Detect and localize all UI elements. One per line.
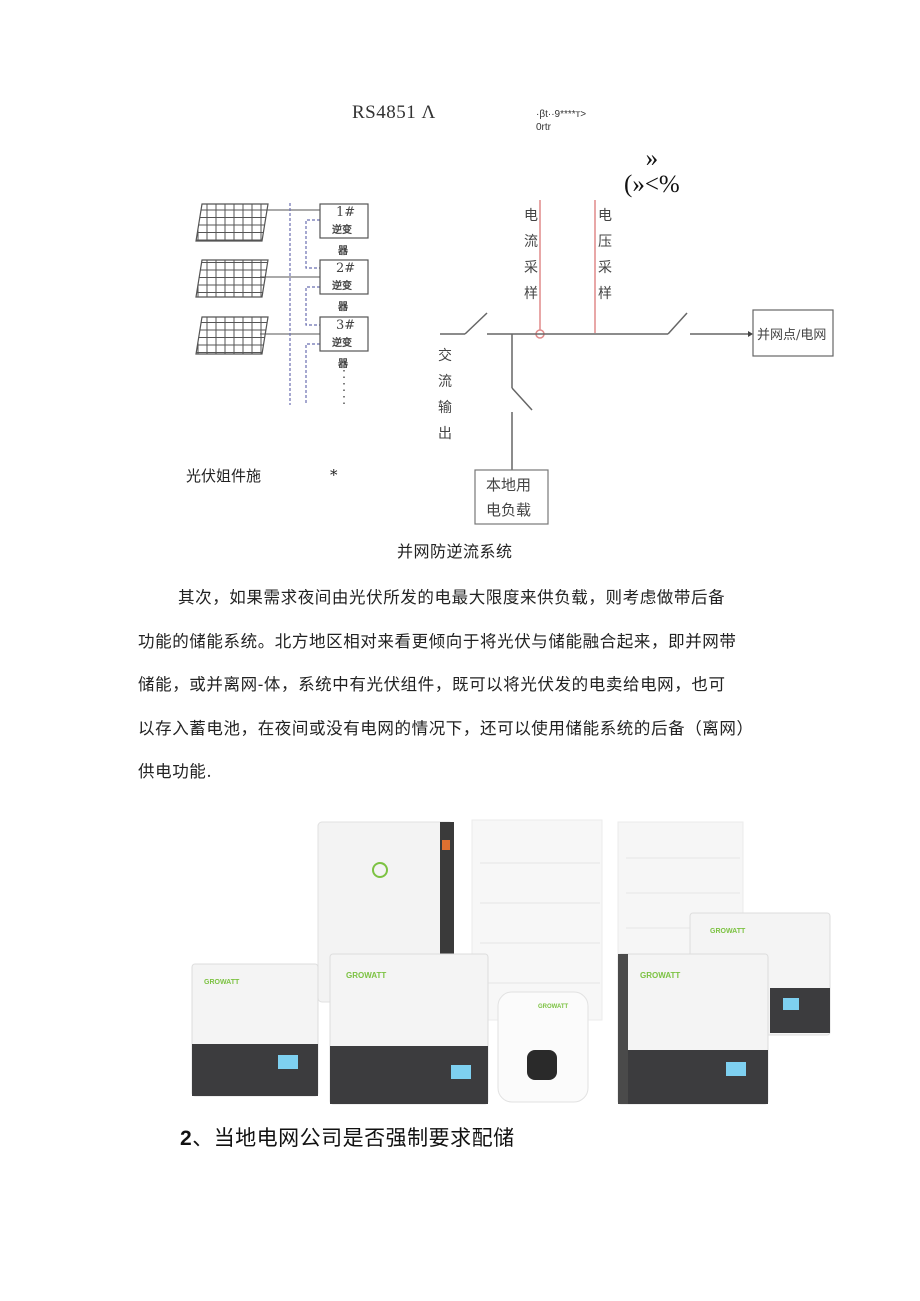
inverter-1-number: 1# <box>336 205 356 220</box>
inverter-3-suffix: 器 <box>338 359 348 370</box>
solar-panel-icon <box>195 316 269 355</box>
grid-point-label: 并网点/电网 <box>757 328 827 343</box>
rs485-label: RS4851 Λ <box>352 102 436 123</box>
asterisk-mark: * <box>330 466 338 484</box>
inverter-3-label: 逆变 <box>332 338 352 349</box>
section-heading: 2、当地电网公司是否强制要求配储 <box>180 1122 515 1152</box>
paragraph-line-2: 功能的储能系统。北方地区相对来看更倾向于将光伏与储能融合起来，即并网带 <box>138 632 737 651</box>
current-sampling-label: 电流采样 <box>524 208 538 302</box>
paragraph-line-1: 其次，如果需求夜间由光伏所发的电最大限度来供负载，则考虑做带后备 <box>178 588 726 607</box>
inverter-2-number: 2# <box>336 261 356 276</box>
svg-text:GROWATT: GROWATT <box>346 971 386 980</box>
voltage-sampling-label: 电压采样 <box>598 208 612 302</box>
pv-module-label: 光伏姐件施 <box>186 467 262 485</box>
inverter-2-label: 逆变 <box>332 281 352 292</box>
ac-output-label: 交流输出 <box>438 348 452 442</box>
inverter-3-number: 3# <box>336 318 356 333</box>
section-separator: 、 <box>192 1127 214 1150</box>
svg-text:GROWATT: GROWATT <box>538 1004 569 1010</box>
garbled-label-small: ·βt··9****т> 0rtr <box>536 109 587 133</box>
garbled-label-large: » (»<% <box>624 145 680 198</box>
inverter-1-label: 逆变 <box>332 225 352 236</box>
section-title: 当地电网公司是否强制要求配储 <box>213 1127 515 1150</box>
inverter-2-suffix: 器 <box>338 302 348 313</box>
svg-text:GROWATT: GROWATT <box>204 979 240 986</box>
solar-panel-icon <box>195 203 269 242</box>
solar-panel-icon <box>195 259 269 298</box>
paragraph-line-5: 供电功能. <box>138 762 213 781</box>
inverter-1-suffix: 器 <box>338 246 348 257</box>
paragraph-line-4: 以存入蓄电池，在夜间或没有电网的情况下，还可以使用储能系统的后备（离网） <box>138 719 754 738</box>
section-number: 2 <box>180 1127 193 1150</box>
paragraph-line-3: 储能，或并离网-体，系统中有光伏组件，既可以将光伏发的电卖给电网，也可 <box>138 675 726 694</box>
product-photo: GROWATT GROWATT GROWATT GROWATT GROWATT <box>191 819 831 1105</box>
svg-text:GROWATT: GROWATT <box>640 971 680 980</box>
figure-caption: 并网防逆流系统 <box>397 542 513 561</box>
svg-text:GROWATT: GROWATT <box>710 928 746 935</box>
local-load-label-2: 电负载 <box>486 501 532 519</box>
local-load-label-1: 本地用 <box>486 476 532 494</box>
anti-backflow-diagram <box>195 200 834 525</box>
